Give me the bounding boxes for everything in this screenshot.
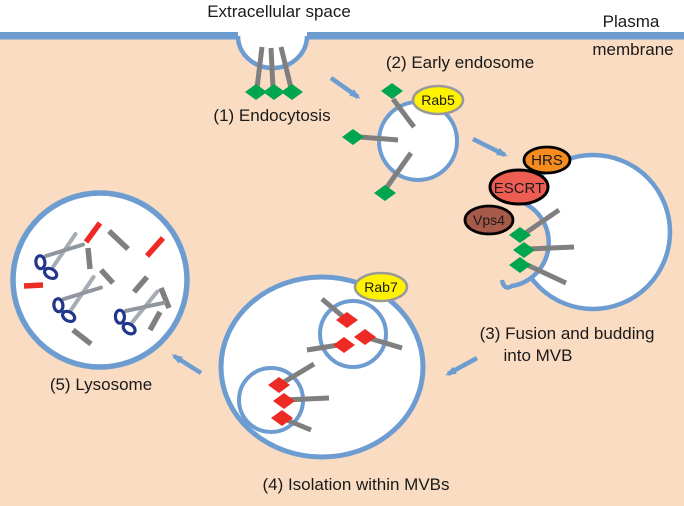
step3-fusion-budding-label-line1: (3) Fusion and budding [480,324,655,343]
pit-receptors [245,46,303,100]
rab7-label: Rab7 [364,279,398,295]
arrow-step1-to-step2-icon [329,76,361,99]
extracellular-background [0,0,684,32]
vps4-badge: Vps4 [463,204,515,236]
intraluminal-vesicle-b [237,361,330,434]
extracellular-space-label: Extracellular space [207,2,351,21]
step1-endocytosis-label: (1) Endocytosis [213,106,330,125]
plasma-membrane-label-line2: membrane [592,40,673,59]
step2-early-endosome-label: (2) Early endosome [386,53,534,72]
lysosome [10,190,190,370]
step3-fusion-budding-label-line2: into MVB [504,346,573,365]
multivesicular-body: Rab7 [218,271,426,460]
plasma-membrane-band [0,32,684,40]
vps4-label: Vps4 [473,212,505,228]
plasma-membrane-label-line1: Plasma [603,12,660,31]
arrow-step2-to-step3-icon [471,136,508,158]
escrt-label: ESCRT [494,180,545,197]
flow-arrows [171,76,508,376]
rab5-label: Rab5 [421,92,455,108]
rab5-badge: Rab5 [411,84,465,116]
arrow-step4-to-step5-icon [171,354,203,375]
step5-lysosome-label: (5) Lysosome [50,375,152,394]
intraluminal-vesicle-a [306,297,403,369]
early-endosome: Rab5 [342,83,465,201]
degraded-fragments [23,221,172,347]
bud-receptors [509,207,575,286]
rab7-badge: Rab7 [353,271,409,303]
endocytic-pit [235,26,310,100]
hrs-label: HRS [531,152,563,169]
hrs-badge: HRS [522,145,572,175]
budding-endosome: HRS ESCRT Vps4 [462,145,673,312]
escrt-badge: ESCRT [488,168,550,206]
step4-isolation-mvb-label: (4) Isolation within MVBs [262,475,449,494]
arrow-step3-to-step4-icon [445,356,479,376]
